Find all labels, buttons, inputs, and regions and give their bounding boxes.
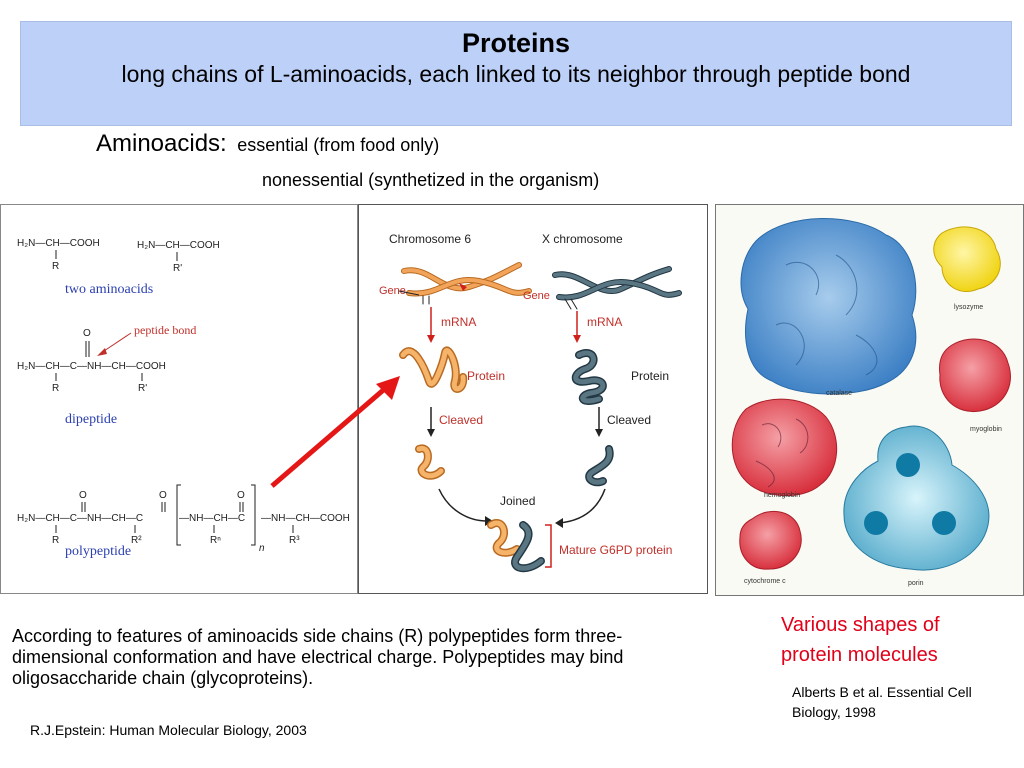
epstein-reference: R.J.Epstein: Human Molecular Biology, 20… bbox=[30, 722, 307, 738]
nonessential-text: nonessential (synthetized in the organis… bbox=[262, 170, 600, 190]
svg-text:R: R bbox=[52, 261, 59, 272]
myoglobin-molecule bbox=[939, 338, 1011, 413]
slide-subtitle: long chains of L-aminoacids, each linked… bbox=[121, 61, 911, 87]
g6pd-synthesis-diagram: Chromosome 6 X chromosome Gene Gene mRNA bbox=[379, 232, 682, 573]
svg-text:R: R bbox=[52, 535, 59, 546]
peptide-bond-pointer bbox=[100, 332, 132, 354]
protein-shapes-panel: catalase lysozyme myoglobin hemoglobin c… bbox=[715, 204, 1024, 596]
porin-molecule bbox=[843, 425, 990, 571]
porin-label: porin bbox=[908, 580, 924, 587]
myoglobin-label: myoglobin bbox=[970, 426, 1002, 433]
cytochrome-c-label: cytochrome c bbox=[744, 578, 786, 585]
aminoacid-1: H₂N—CH—COOH R bbox=[17, 238, 100, 272]
cleaved-fragment-orange bbox=[415, 444, 445, 480]
svg-text:H₂N—CH—COOH: H₂N—CH—COOH bbox=[17, 238, 100, 249]
chromosome6-strands bbox=[401, 262, 532, 305]
svg-text:R': R' bbox=[173, 263, 182, 274]
svg-text:R: R bbox=[52, 383, 59, 394]
joined-label: Joined bbox=[500, 494, 535, 508]
side-chain-explanation: According to features of aminoacids side… bbox=[12, 626, 624, 688]
catalase-molecule bbox=[740, 217, 917, 395]
svg-text:O: O bbox=[83, 328, 91, 339]
protein-gray-coil bbox=[571, 349, 607, 405]
protein-label-left: Protein bbox=[467, 369, 505, 383]
cleaved-label-left: Cleaved bbox=[439, 413, 483, 427]
cleaved-label-right: Cleaved bbox=[607, 413, 651, 427]
cleaved-fragment-gray bbox=[585, 445, 614, 487]
catalase-label: catalase bbox=[826, 390, 852, 397]
svg-text:R³: R³ bbox=[289, 535, 300, 546]
aminoacids-label: Aminoacids: bbox=[96, 130, 227, 157]
dipeptide-structure: O H₂N—CH—C—NH—CH—COOH R R' bbox=[17, 328, 166, 394]
protein-label-right: Protein bbox=[631, 369, 669, 383]
g6pd-diagram-panel: Chromosome 6 X chromosome Gene Gene mRNA bbox=[358, 204, 708, 594]
slide-title: Proteins bbox=[461, 28, 571, 58]
svg-text:O: O bbox=[237, 490, 245, 501]
svg-text:O: O bbox=[159, 490, 167, 501]
protein-shapes-caption: Various shapes of protein molecules bbox=[781, 614, 940, 666]
gene-label-right: Gene bbox=[523, 290, 550, 302]
mature-g6pd-protein bbox=[487, 519, 545, 573]
cytochrome-c-molecule bbox=[739, 510, 802, 570]
mature-g6pd-label: Mature G6PD protein bbox=[559, 543, 672, 557]
svg-text:—NH—CH—COOH: —NH—CH—COOH bbox=[261, 513, 350, 524]
svg-text:R': R' bbox=[138, 383, 147, 394]
svg-text:—NH—CH—C: —NH—CH—C bbox=[179, 513, 245, 524]
title-banner: Proteins long chains of L-aminoacids, ea… bbox=[20, 21, 1012, 126]
svg-text:H₂N—CH—C—NH—CH—C: H₂N—CH—C—NH—CH—C bbox=[17, 513, 143, 524]
polypeptide-structure: O O O H₂N—CH—C—NH—CH—C —NH—CH—C —NH—CH—C… bbox=[17, 484, 350, 554]
x-chromosome-strands bbox=[552, 266, 682, 310]
polypeptide-label: polypeptide bbox=[65, 544, 131, 559]
svg-text:H₂N—CH—C—NH—CH—COOH: H₂N—CH—C—NH—CH—COOH bbox=[17, 361, 166, 372]
lysozyme-molecule bbox=[933, 226, 1001, 292]
svg-text:H₂N—CH—COOH: H₂N—CH—COOH bbox=[137, 240, 220, 251]
two-aminoacids-label: two aminoacids bbox=[65, 282, 153, 297]
lysozyme-label: lysozyme bbox=[954, 304, 983, 311]
link-arrow bbox=[270, 376, 400, 488]
svg-text:Rⁿ: Rⁿ bbox=[210, 535, 221, 546]
mrna-label-right: mRNA bbox=[587, 315, 622, 329]
essential-text: essential (from food only) bbox=[237, 135, 440, 155]
peptide-chemistry-diagram: H₂N—CH—COOH R H₂N—CH—COOH R' two aminoac… bbox=[17, 238, 350, 559]
alberts-reference: Alberts B et al. Essential Cell Biology,… bbox=[792, 684, 972, 720]
hemoglobin-molecule bbox=[731, 398, 838, 497]
dipeptide-label: dipeptide bbox=[65, 412, 117, 427]
mrna-label-left: mRNA bbox=[441, 315, 476, 329]
protein-molecules-illustration: catalase lysozyme myoglobin hemoglobin c… bbox=[731, 217, 1011, 587]
gene-label-left: Gene bbox=[379, 285, 406, 297]
hemoglobin-label: hemoglobin bbox=[764, 492, 800, 499]
aminoacids-line: Aminoacids: essential (from food only) bbox=[96, 130, 439, 158]
svg-text:O: O bbox=[79, 490, 87, 501]
peptide-bond-label: peptide bond bbox=[134, 323, 196, 337]
chemistry-panel: H₂N—CH—COOH R H₂N—CH—COOH R' two aminoac… bbox=[0, 204, 358, 594]
svg-text:n: n bbox=[259, 543, 265, 554]
svg-text:R²: R² bbox=[131, 535, 142, 546]
protein-orange-coil bbox=[399, 346, 468, 393]
x-chromosome-label: X chromosome bbox=[542, 232, 623, 246]
chromosome6-label: Chromosome 6 bbox=[389, 232, 471, 246]
aminoacid-2: H₂N—CH—COOH R' bbox=[137, 240, 220, 274]
